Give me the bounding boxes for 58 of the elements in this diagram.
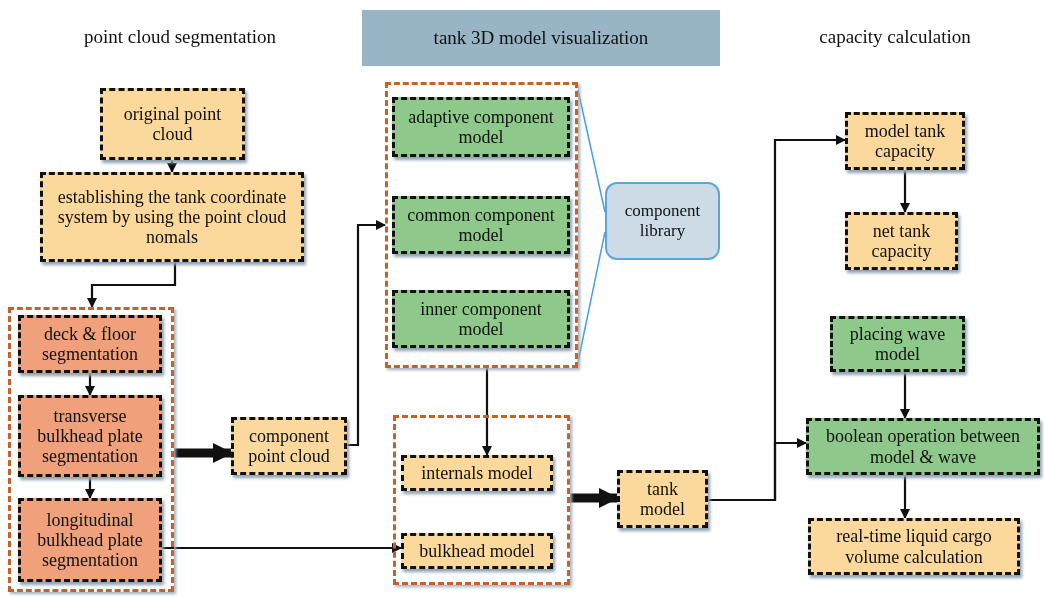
node-text: component point cloud [247, 425, 331, 467]
process-box [18, 315, 162, 373]
arrow [708, 438, 807, 502]
arrow [162, 543, 402, 553]
process-box [18, 395, 162, 477]
process-box [845, 212, 958, 270]
node-text: common component model [406, 204, 556, 246]
arrow [347, 220, 386, 447]
node-text: component library [623, 201, 702, 241]
node-text: placing wave model [848, 323, 947, 365]
arrow [900, 170, 910, 213]
node-text: boolean operation between model & wave [825, 426, 1021, 467]
process-box [392, 97, 570, 157]
node-text: tank 3D model visualization [433, 27, 649, 49]
process-box [100, 88, 245, 160]
group-frame [393, 415, 570, 585]
node-text: deck & floor segmentation [41, 323, 139, 365]
section-heading: point cloud segmentation [82, 26, 278, 48]
process-box [401, 455, 553, 491]
node-text: original point cloud [122, 103, 223, 145]
node-text: adaptive component model [407, 106, 555, 148]
process-box [808, 518, 1020, 575]
library-box [605, 182, 720, 260]
node-text: real-time liquid cargo volume calculation [835, 526, 993, 567]
arrow [85, 373, 95, 396]
node-text: transverse bulkhead plate segmentation [36, 405, 144, 467]
process-box [845, 112, 965, 170]
node-text: inner component model [419, 298, 543, 340]
node-text: tank model [639, 478, 686, 520]
node-text: internals model [421, 462, 533, 484]
process-box [392, 290, 570, 348]
block-arrow [174, 443, 233, 463]
arrow [87, 262, 177, 308]
node-text: longitudinal bulkhead plate segmentation [36, 509, 144, 571]
process-box [18, 498, 162, 582]
process-box [231, 417, 347, 475]
group-frame [385, 82, 578, 368]
node-text: establishing the tank coordinate system by using the point cloud nomals [56, 186, 288, 248]
arrow [900, 475, 910, 519]
process-box [806, 418, 1040, 475]
arrow [900, 372, 910, 419]
arrow [167, 160, 177, 173]
arrow [85, 477, 95, 499]
process-box [392, 196, 570, 254]
connector-line [577, 89, 606, 213]
node-text: model tank capacity [863, 120, 947, 162]
process-box [830, 316, 965, 372]
node-text: net tank capacity [870, 220, 933, 262]
section-banner [362, 10, 720, 66]
process-box [617, 470, 708, 528]
arrow [482, 368, 492, 456]
section-heading: capacity calculation [818, 26, 972, 48]
connector-line [577, 231, 606, 363]
node-text: bulkhead model [419, 540, 535, 562]
block-arrow [570, 488, 619, 508]
process-box [401, 533, 553, 569]
group-frame [8, 307, 174, 592]
process-box [40, 172, 304, 262]
